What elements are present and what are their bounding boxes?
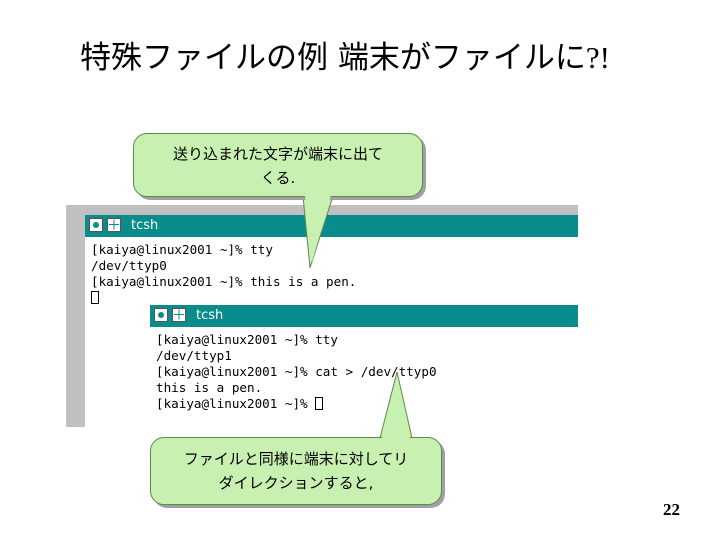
- callout-bottom: ファイルと同様に端末に対してリ ダイレクションすると,: [150, 437, 442, 505]
- terminal-line: [kaiya@linux2001 ~]% cat > /dev/ttyp0: [156, 364, 437, 379]
- terminal-title: tcsh: [131, 218, 159, 233]
- callout-bottom-line1: ファイルと同様に端末に対してリ: [183, 450, 409, 468]
- terminal-cursor-line: [91, 290, 572, 306]
- window-menu-icon[interactable]: [154, 308, 168, 322]
- slide-title: 特殊ファイルの例 端末がファイルに?!: [80, 38, 680, 78]
- terminal-line: /dev/ttyp1: [156, 348, 232, 363]
- terminal-titlebar[interactable]: tcsh: [85, 215, 578, 237]
- window-resize-icon[interactable]: [172, 308, 186, 322]
- window-menu-icon[interactable]: [89, 218, 103, 232]
- terminal-line: [kaiya@linux2001 ~]% this is a pen.: [91, 274, 357, 289]
- callout-top-line1: 送り込まれた文字が端末に出て: [172, 145, 383, 163]
- terminal-line: /dev/ttyp0: [91, 258, 167, 273]
- terminal-output[interactable]: [kaiya@linux2001 ~]% tty/dev/ttyp1[kaiya…: [156, 332, 572, 412]
- slide-title-tail: ?!: [585, 40, 610, 75]
- terminal-line: this is a pen.: [156, 380, 263, 395]
- callout-top-line2: くる.: [260, 169, 296, 187]
- terminal-output[interactable]: [kaiya@linux2001 ~]% tty/dev/ttyp0[kaiya…: [91, 242, 572, 306]
- terminal-title: tcsh: [196, 308, 224, 323]
- page-number: 22: [663, 500, 680, 519]
- terminal-line: [kaiya@linux2001 ~]% tty: [91, 242, 273, 257]
- terminal-prompt: [kaiya@linux2001 ~]%: [156, 396, 316, 411]
- window-resize-icon[interactable]: [107, 218, 121, 232]
- terminal-titlebar[interactable]: tcsh: [150, 305, 578, 327]
- terminal-line: [kaiya@linux2001 ~]% tty: [156, 332, 338, 347]
- callout-bottom-line2: ダイレクションすると,: [218, 474, 374, 492]
- terminal-window-ttyp1[interactable]: tcsh [kaiya@linux2001 ~]% tty/dev/ttyp1[…: [150, 305, 578, 426]
- text-cursor: [315, 397, 324, 410]
- text-cursor: [91, 291, 99, 304]
- slide-title-main: 特殊ファイルの例 端末がファイルに: [80, 40, 586, 76]
- callout-top: 送り込まれた文字が端末に出て くる.: [133, 133, 423, 197]
- terminal-prompt-line: [kaiya@linux2001 ~]%: [156, 396, 572, 412]
